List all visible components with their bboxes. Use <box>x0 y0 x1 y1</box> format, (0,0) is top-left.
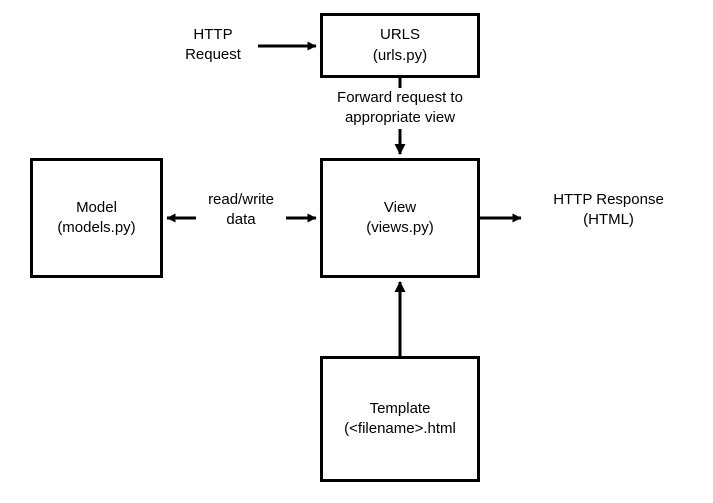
node-model-line1: Model <box>76 198 117 216</box>
edge-label-forward-request-line1: Forward request to <box>337 89 463 106</box>
edge-label-http-request: HTTP Request <box>168 25 258 66</box>
edge-label-read-write-data-line2: data <box>226 211 256 229</box>
node-view[interactable]: View (views.py) <box>320 158 480 278</box>
node-urls-line2: (urls.py) <box>372 46 428 64</box>
edge-label-http-response-line2: (HTML) <box>583 211 634 229</box>
node-template-line1: Template <box>369 399 431 417</box>
node-model[interactable]: Model (models.py) <box>30 158 163 278</box>
edge-label-http-request-line2: Request <box>185 46 241 64</box>
node-urls-line1: URLS <box>379 26 420 44</box>
node-template[interactable]: Template (<filename>.html <box>320 356 480 482</box>
edge-label-http-response-line1: HTTP Response <box>553 191 664 208</box>
node-urls[interactable]: URLS (urls.py) <box>320 13 480 78</box>
node-view-line2: (views.py) <box>366 219 434 236</box>
edge-label-read-write-data-line1: read/write <box>208 191 274 208</box>
node-model-line2: (models.py) <box>57 219 136 236</box>
edge-label-http-request-line1: HTTP <box>193 26 233 43</box>
edge-label-forward-request-line2: appropriate view <box>344 109 456 127</box>
node-view-line1: View <box>383 198 417 216</box>
node-template-line2: (<filename>.html <box>344 420 456 437</box>
edge-label-forward-request: Forward request to appropriate view <box>318 88 482 129</box>
edge-label-read-write-data: read/write data <box>196 190 286 231</box>
edge-label-http-response: HTTP Response (HTML) <box>526 190 691 231</box>
